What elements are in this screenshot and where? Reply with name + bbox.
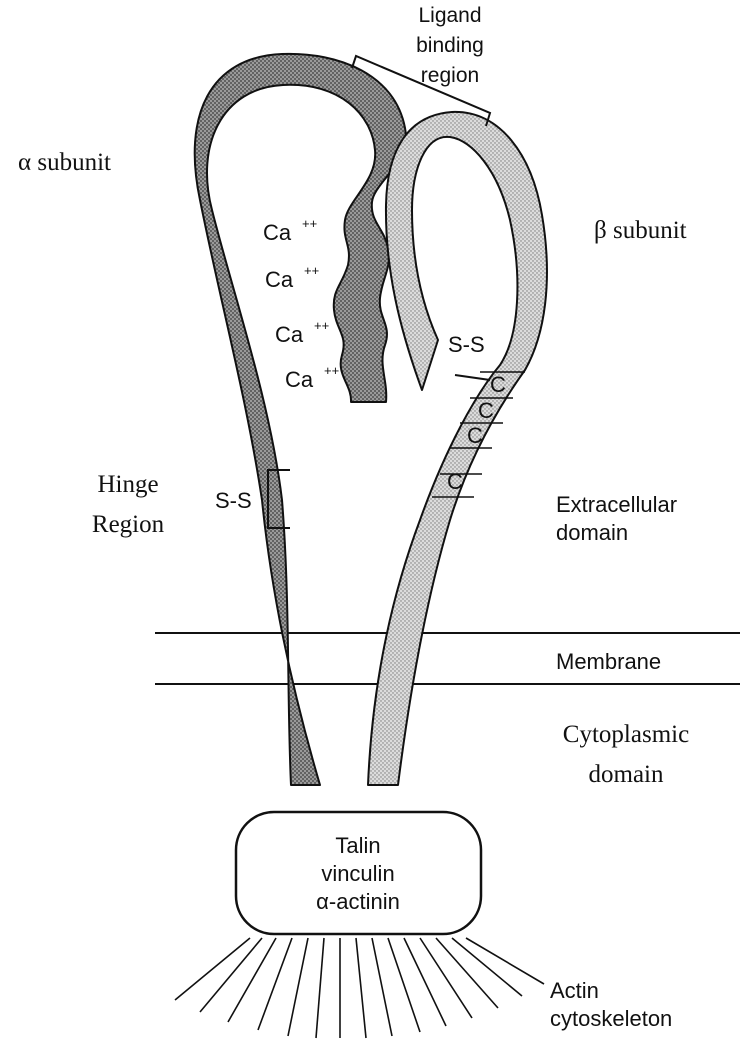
actin-label-line-2: cytoskeleton (550, 1006, 672, 1031)
alpha-subunit-chain (195, 54, 406, 785)
calcium-label: Ca (263, 220, 292, 245)
extracellular-label-line-2: domain (556, 520, 628, 545)
ligand-label-line-2: binding (416, 34, 484, 57)
cysteine-c-1: C (490, 372, 506, 397)
alpha-subunit-label: α subunit (18, 149, 111, 176)
cysteine-c-2: C (478, 398, 494, 423)
hinge-label-line-2: Region (92, 511, 165, 538)
calcium-label: Ca (285, 367, 314, 392)
extracellular-label-line-1: Extracellular (556, 492, 677, 517)
actin-label-line-1: Actin (550, 978, 599, 1003)
actin-filaments (175, 938, 544, 1038)
disulfide-hinge-label: S-S (215, 488, 252, 513)
ligand-label-line-3: region (421, 64, 479, 87)
disulfide-top-label: S-S (448, 332, 485, 357)
membrane-label: Membrane (556, 649, 661, 674)
alpha-actinin-label: α-actinin (316, 889, 400, 914)
disulfide-top-bond (455, 375, 490, 380)
talin-label: Talin (335, 833, 380, 858)
calcium-label: Ca (275, 322, 304, 347)
cytoplasmic-label-line-2: domain (589, 761, 664, 788)
calcium-site-3: Ca ++ (275, 318, 329, 347)
vinculin-label: vinculin (321, 861, 394, 886)
cysteine-c-4: C (447, 469, 463, 494)
calcium-label: Ca (265, 267, 294, 292)
calcium-site-1: Ca ++ (263, 216, 317, 245)
cytoplasmic-label-line-1: Cytoplasmic (563, 721, 689, 748)
calcium-charge: ++ (324, 363, 339, 378)
calcium-site-2: Ca ++ (265, 263, 319, 292)
cysteine-c-3: C (467, 423, 483, 448)
calcium-charge: ++ (302, 216, 317, 231)
calcium-charge: ++ (314, 318, 329, 333)
hinge-label-line-1: Hinge (97, 471, 158, 498)
ligand-label-line-1: Ligand (418, 4, 481, 27)
calcium-site-4: Ca ++ (285, 363, 339, 392)
beta-subunit-label: β subunit (594, 217, 687, 244)
calcium-charge: ++ (304, 263, 319, 278)
